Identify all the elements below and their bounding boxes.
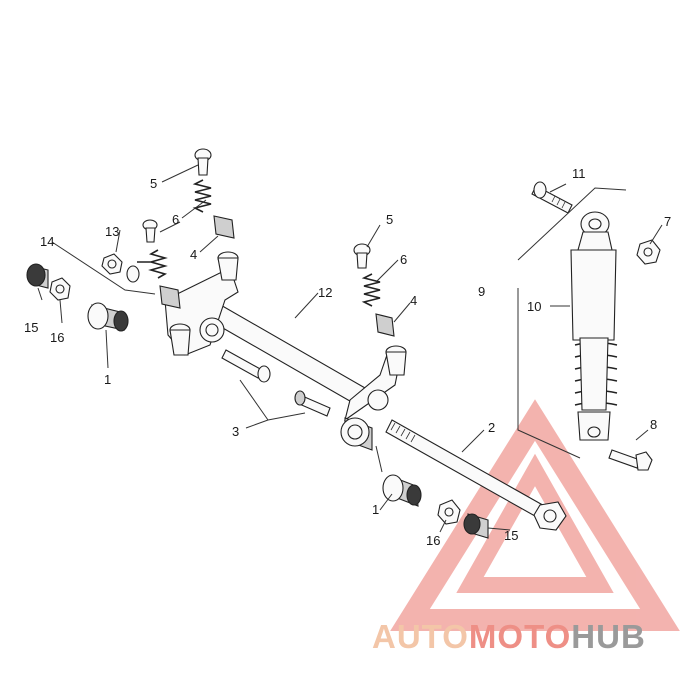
watermark-hub: HUB (571, 618, 646, 655)
callout-9: 9 (478, 284, 485, 299)
callout-7: 7 (664, 214, 671, 229)
watermark-moto: MOTO (469, 618, 571, 655)
bolts-3-part (221, 349, 331, 417)
shock-absorber-part (531, 181, 661, 471)
callout-5-right: 5 (386, 212, 393, 227)
callout-4-right: 4 (410, 293, 417, 308)
callout-5-left: 5 (150, 176, 157, 191)
callout-15-left: 15 (24, 320, 38, 335)
callout-14: 14 (40, 234, 54, 249)
callout-labels: 5 6 4 13 14 15 16 1 5 6 4 12 3 2 1 16 15… (24, 166, 671, 548)
svg-text:AUTOMOTOHUB: AUTOMOTOHUB (372, 618, 646, 655)
leader-lines (37, 164, 663, 533)
callout-1-right: 1 (372, 502, 379, 517)
nut-13-part (101, 253, 140, 283)
spacer-left-part (26, 263, 49, 289)
nut-spacer-right-part (437, 499, 489, 539)
callout-6-left: 6 (172, 212, 179, 227)
callout-4-left: 4 (190, 247, 197, 262)
callout-12: 12 (318, 285, 332, 300)
callout-6-right: 6 (400, 252, 407, 267)
watermark-auto: AUTO (372, 618, 469, 655)
callout-13: 13 (105, 224, 119, 239)
nut-left-part (49, 277, 71, 301)
bushing-right-part (340, 417, 422, 507)
bumper-right (353, 243, 407, 376)
callout-16-right: 16 (426, 533, 440, 548)
callout-11: 11 (572, 166, 586, 181)
bushing-left-part (87, 302, 129, 332)
callout-8: 8 (650, 417, 657, 432)
watermark-logo-text: AUTOMOTOHUB (372, 618, 646, 655)
callout-16-left: 16 (50, 330, 64, 345)
callout-1-left: 1 (104, 372, 111, 387)
callout-3: 3 (232, 424, 239, 439)
callout-2: 2 (488, 420, 495, 435)
long-bolt-part (385, 419, 567, 531)
callout-10: 10 (527, 299, 541, 314)
callout-15-right: 15 (504, 528, 518, 543)
bumper-left-upper (192, 148, 239, 281)
bumper-left-lower (137, 219, 191, 356)
